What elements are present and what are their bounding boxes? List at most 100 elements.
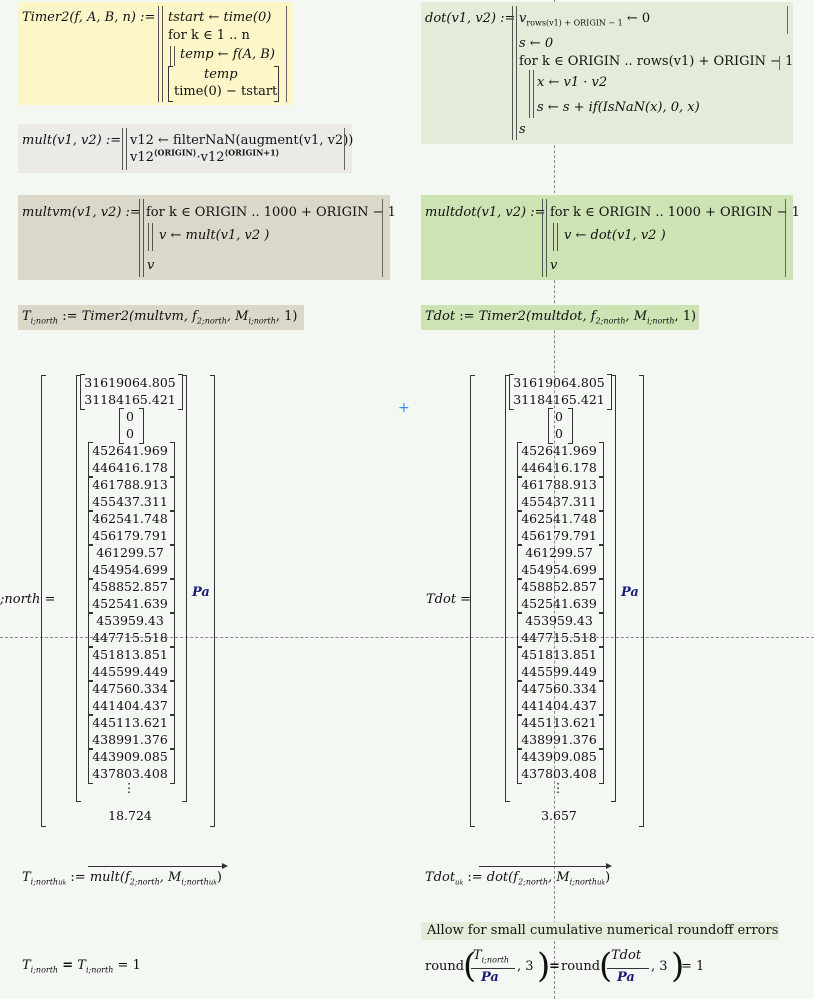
sub-vector-bracket [599,646,604,682]
dot-definition[interactable]: dot(v1, v2) := vrows(v1) + ORIGIN − 1 ← … [421,2,793,144]
sub-vector-bracket [170,476,175,512]
note-text: Allow for small cumulative numerical rou… [427,923,779,938]
right-matrix-cell: 447715.518 [521,630,597,645]
assign-right-m: , M [625,309,648,324]
sub-vector-bracket [517,612,522,648]
roundoff-note[interactable]: Allow for small cumulative numerical rou… [421,922,779,940]
paren-open: ( [599,946,613,986]
sub-vector-bracket [88,646,93,682]
outer-bracket [41,375,46,827]
vec-left-msub: i;north [181,877,209,887]
assign-right-name: Tdot [425,309,456,324]
vec-left-msubsubk: k [213,879,217,887]
program-bar [779,56,780,70]
eq-left-b: T [77,958,86,973]
eq-right-den1: Pa [481,970,499,985]
crosshair-cursor-icon: + [398,400,410,416]
sub-vector-bracket [139,408,144,444]
vectorize-arrowhead-icon [222,863,228,869]
mult-definition[interactable]: mult(v1, v2) := v12 ← filterNaN(augment(… [18,124,353,173]
dot-line1-sub: rows(v1) + ORIGIN − 1 [526,18,623,28]
eq-right-round2: round [561,959,601,974]
right-matrix-cell: 452641.969 [521,443,597,458]
left-matrix-cell: 0 [126,409,134,424]
sub-vector-bracket [170,612,175,648]
assign-left-call: Timer2(multvm, f [81,309,197,324]
vec-left-subsubk: k [62,879,67,887]
sub-vector-bracket [599,680,604,716]
sub-vector-bracket [170,578,175,614]
vectorize-left[interactable]: Ti;northuk := mult(f2;north, Mi;northuk) [18,862,258,902]
right-matrix-cell: 462541.748 [521,511,597,526]
sub-vector-bracket [170,442,175,478]
multvm-line1-text: for k ∈ ORIGIN .. 1000 + ORIGIN − 1 [146,205,396,220]
eq-left-eq1: = [62,958,74,973]
right-matrix-cell: 455437.311 [521,494,597,509]
sub-vector-bracket [88,476,93,512]
timer-multdot-assignment[interactable]: Tdot := Timer2(multdot, f2;north, Mi;nor… [421,305,699,330]
equality-left[interactable]: Ti;north = Ti;north = 1 [18,955,178,980]
vec-left-name: T [22,870,31,885]
program-bar [143,199,144,277]
dot-line1-rest: ← 0 [626,11,651,26]
right-matrix-cell: 437803.408 [521,766,597,781]
left-matrix-cell: 0 [126,426,134,441]
multvm-definition[interactable]: multvm(v1, v2) := for k ∈ ORIGIN .. 1000… [18,195,396,280]
right-matrix-cell: 445113.621 [521,715,597,730]
left-matrix-cell: 31184165.421 [84,392,176,407]
dot-line3: for k ∈ ORIGIN .. rows(v1) + ORIGIN − 1 [519,54,794,69]
inner-bracket [182,375,187,802]
timer2-definition[interactable]: Timer2(f, A, B, n) := tstart ← time(0) f… [18,2,293,105]
paren-open: ( [463,946,477,986]
equality-right[interactable]: round ( Ti;north Pa , 3 ) = round ( Tdot… [421,943,721,993]
multdot-definition[interactable]: multdot(v1, v2) := for k ∈ ORIGIN .. 100… [421,195,800,280]
vec-right-name: Tdot [425,870,456,885]
timer-multvm-assignment[interactable]: Ti;north := Timer2(multvm, f2;north, Mi;… [18,305,304,330]
sub-vector-bracket [517,680,522,716]
left-matrix-cell: 447715.518 [92,630,168,645]
sub-vector-bracket [599,442,604,478]
vec-left-expr: mult(f [89,870,130,885]
left-matrix-cell: 437803.408 [92,766,168,781]
timer2-result-top: temp [204,67,238,82]
sub-vector-bracket [568,408,573,444]
assign-right-fsub: 2;north [595,316,626,326]
program-bar [162,6,163,102]
vec-right-expr: dot(f [486,870,519,885]
left-matrix-cell: 441404.437 [92,698,168,713]
vectorize-right[interactable]: Tdotuk := dot(f2;north, Mi;northuk) [421,862,661,902]
eq-right-num1-sub: i;north [481,955,510,965]
vectorize-arrow [479,866,607,867]
outer-bracket [470,375,475,827]
program-bar [148,223,149,251]
timer2-line2: for k ∈ 1 .. n [168,28,250,43]
sub-vector-bracket [599,748,604,784]
sub-vector-bracket [517,578,522,614]
right-matrix-cell: 31619064.805 [513,375,605,390]
vec-right-msubsubk: k [601,879,606,887]
program-bar [382,199,383,277]
multvm-line3: v [147,258,155,273]
right-matrix-cell: 461788.913 [521,477,597,492]
sub-vector-bracket [88,442,93,478]
vec-right-m: , M [547,870,570,885]
program-bar [787,6,788,34]
matrix-bracket [168,66,173,102]
program-bar [512,6,513,140]
assign-right-expression: Tdot := Timer2(multdot, f2;north, Mi;nor… [425,309,696,326]
left-matrix-cell: 438991.376 [92,732,168,747]
left-matrix-cell: 453959.43 [96,613,164,628]
outer-bracket [210,375,215,827]
program-bar [174,46,175,66]
dot-line5: s ← s + if(IsNaN(x), 0, x) [537,100,700,115]
dot-line2: s ← 0 [519,36,554,51]
eq-right-num1-text: T [473,948,482,963]
sub-vector-bracket [170,544,175,580]
program-bar [516,6,517,140]
mult-line2-sup2: ⟨ORIGIN+1⟩ [224,147,280,158]
sub-vector-bracket [509,374,514,410]
sub-vector-bracket [170,646,175,682]
